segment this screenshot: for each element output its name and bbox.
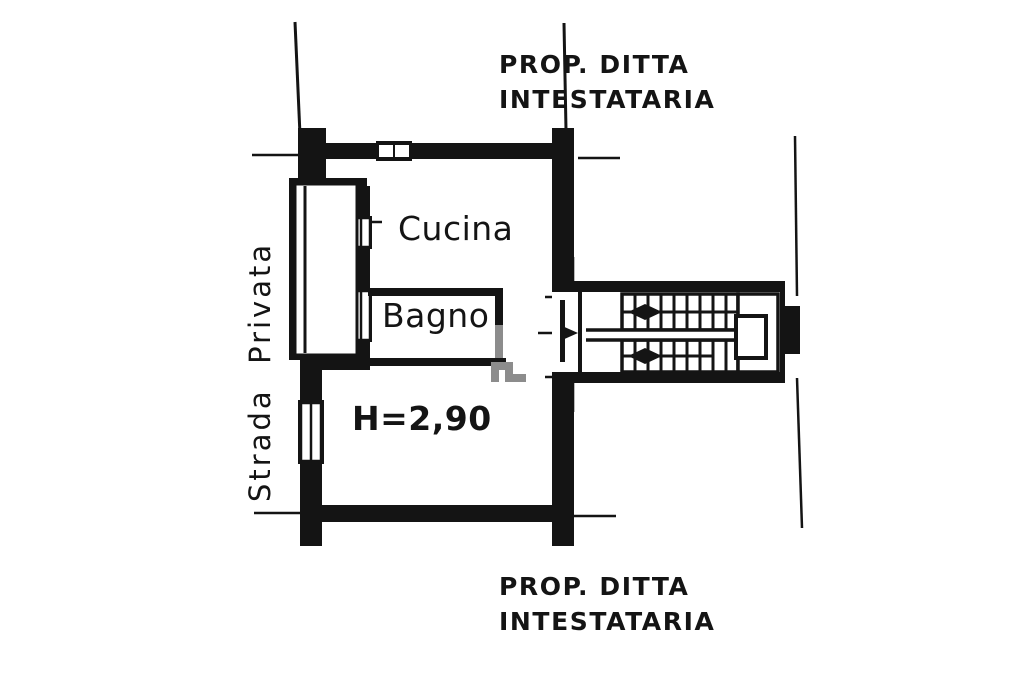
bagno-wall-right	[495, 288, 503, 325]
bagno-partitions	[368, 288, 526, 382]
bagno-gray-corner	[491, 362, 513, 382]
room-label-cucina: Cucina	[398, 209, 514, 248]
wall-top-segment-b	[409, 143, 560, 159]
label-strada-privata: Strada Privata	[243, 241, 277, 502]
entrance-door-marker	[560, 300, 578, 362]
boundary-line-top-right	[562, 22, 568, 131]
label-prop-ditta-bottom: PROP. DITTA INTESTATARIA	[499, 572, 716, 636]
room-label-bagno: Bagno	[382, 296, 490, 335]
door-arrow-stem	[560, 300, 565, 362]
stair-direction-marker-down	[628, 348, 662, 364]
bagno-gray-return	[497, 366, 526, 382]
stairwell	[552, 281, 800, 383]
stair-flight-upper	[620, 292, 740, 332]
boundary-line-right-upper	[793, 135, 799, 297]
wall-top-segment-a	[298, 143, 378, 159]
wall-right-upper	[552, 128, 574, 281]
stairwell-wall-top	[552, 281, 785, 292]
balcony-loggia	[293, 182, 359, 357]
stair-direction-marker-up	[628, 304, 662, 320]
stairwell-wall-right-stepped	[775, 281, 800, 383]
stairwell-wall-bot	[552, 372, 785, 383]
bagno-jamb-gray	[495, 325, 503, 358]
stair-landing-inner	[734, 314, 768, 360]
room-height-note: H=2,90	[352, 399, 492, 438]
wall-right-lower	[552, 376, 574, 546]
stair-stringer-gap	[586, 330, 738, 340]
boundary-line-right-lower	[795, 377, 804, 529]
label-prop-ditta-top: PROP. DITTA INTESTATARIA	[499, 50, 716, 114]
stair-flight-lower	[620, 338, 740, 374]
wall-bottom-left-pier	[300, 497, 322, 546]
wall-bottom	[300, 505, 572, 522]
bagno-wall-top	[368, 288, 503, 296]
bagno-wall-bot	[368, 358, 506, 366]
